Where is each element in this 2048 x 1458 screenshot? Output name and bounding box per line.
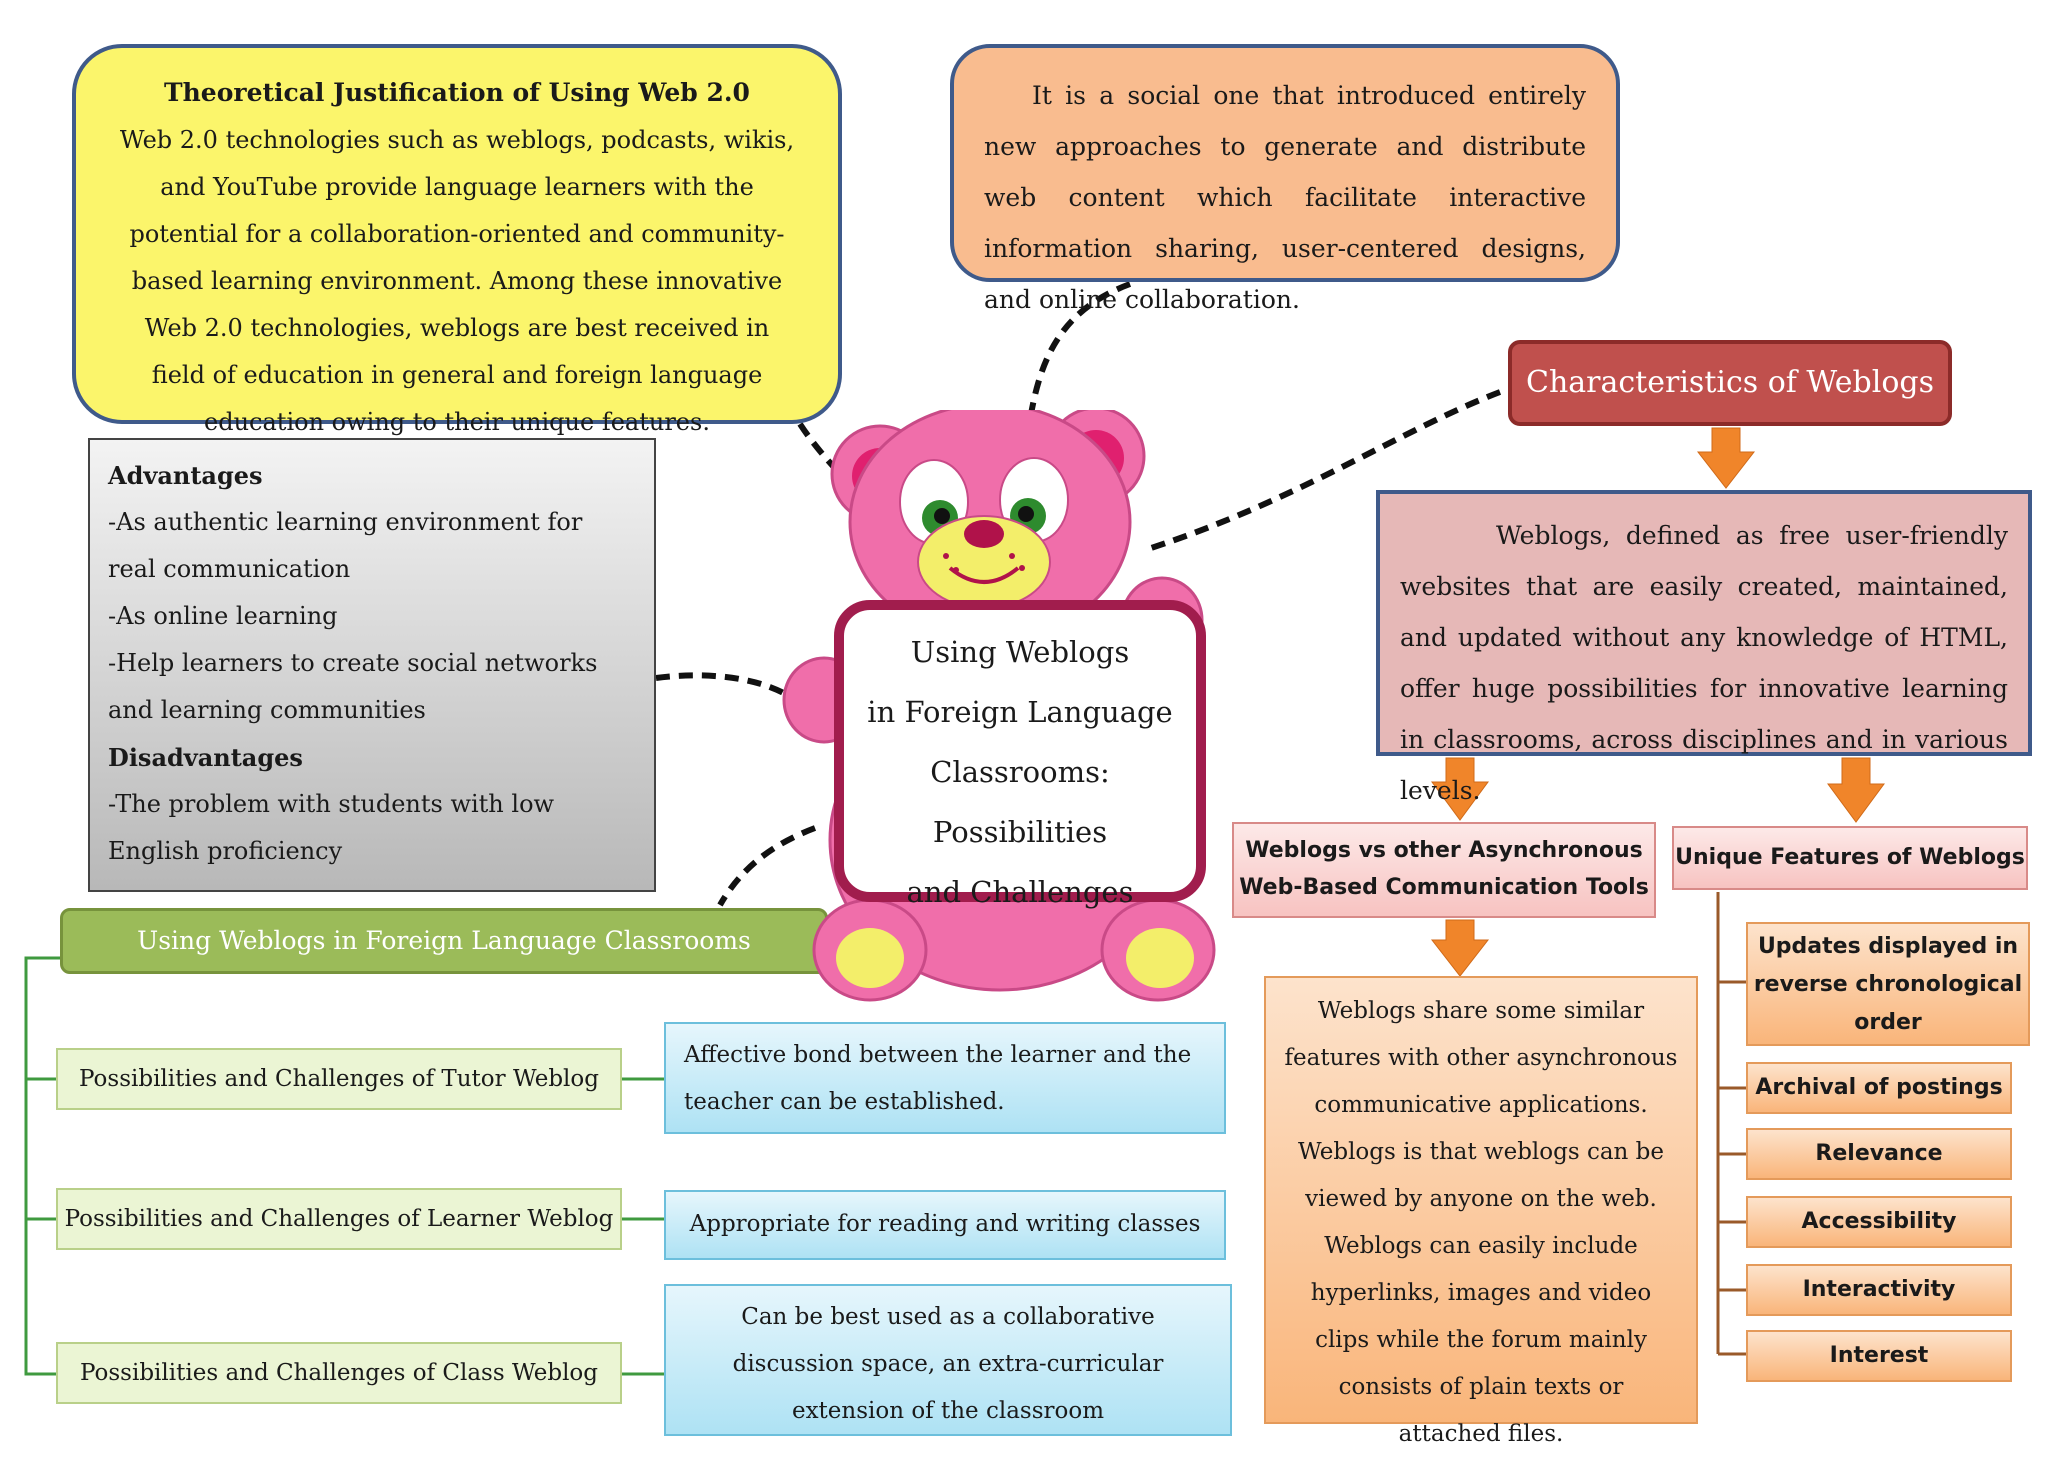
center-title-line: in Foreign Language xyxy=(867,695,1173,729)
theory-title: Theoretical Justification of Using Web 2… xyxy=(164,78,750,107)
theory-box: Theoretical Justification of Using Web 2… xyxy=(72,44,842,436)
possibility-detail: Can be best used as a collaborative disc… xyxy=(664,1284,1232,1436)
advantage-item: -As authentic learning environment for r… xyxy=(108,508,583,583)
center-title-line: Using Weblogs xyxy=(910,635,1130,669)
characteristics-definition: Weblogs, defined as free user-friendly w… xyxy=(1376,490,2032,805)
arrow-to-unique xyxy=(1827,757,1885,823)
advantages-title: Advantages xyxy=(108,461,263,490)
green-tree-lines xyxy=(24,956,664,1376)
classrooms-title: Using Weblogs in Foreign Language Classr… xyxy=(60,908,828,974)
possibility-detail: Affective bond between the learner and t… xyxy=(664,1022,1226,1134)
unique-features-title: Unique Features of Weblogs xyxy=(1672,826,2028,890)
advantages-box: Advantages -As authentic learning enviro… xyxy=(88,438,656,892)
possibility-detail: Appropriate for reading and writing clas… xyxy=(664,1190,1226,1260)
arrow-to-similar xyxy=(1430,919,1490,977)
advantage-item: -Help learners to create social networks… xyxy=(108,649,598,724)
feature-item: Interest xyxy=(1746,1330,2012,1382)
possibility-label: Possibilities and Challenges of Learner … xyxy=(56,1188,622,1250)
characteristics-title: Characteristics of Weblogs xyxy=(1508,340,1952,426)
social-box: It is a social one that introduced entir… xyxy=(950,44,1620,314)
advantage-item: -As online learning xyxy=(108,602,338,630)
disadvantages-title: Disadvantages xyxy=(108,743,303,772)
theory-body: Web 2.0 technologies such as weblogs, po… xyxy=(119,126,795,436)
connector-advantages xyxy=(655,672,797,703)
feature-item: Updates displayed in reverse chronologic… xyxy=(1746,922,2030,1046)
feature-item: Relevance xyxy=(1746,1128,2012,1180)
weblogs-vs-box: Weblogs vs other Asynchronous Web-Based … xyxy=(1232,822,1656,918)
connector-characteristics xyxy=(1144,389,1502,553)
bear-nose xyxy=(964,520,1004,548)
weblogs-vs-line: Weblogs vs other Asynchronous xyxy=(1245,838,1643,863)
possibility-label: Possibilities and Challenges of Class We… xyxy=(56,1342,622,1404)
feature-item: Archival of postings xyxy=(1746,1062,2012,1114)
arrow-to-definition xyxy=(1696,427,1756,489)
center-title-line: Classrooms: Possibilities xyxy=(930,755,1110,849)
center-title-sign: Using Weblogs in Foreign Language Classr… xyxy=(834,600,1206,909)
feature-item: Accessibility xyxy=(1746,1196,2012,1248)
disadvantage-item: -The problem with students with low Engl… xyxy=(108,790,555,865)
center-title-line: and Challenges xyxy=(906,875,1134,909)
similarities-box: Weblogs share some similar features with… xyxy=(1264,976,1698,1447)
arrow-to-vs xyxy=(1431,757,1489,821)
connector-social xyxy=(1027,281,1132,421)
possibility-label: Possibilities and Challenges of Tutor We… xyxy=(56,1048,622,1110)
weblogs-vs-line: Web-Based Communication Tools xyxy=(1239,875,1649,900)
brown-tree-lines xyxy=(1716,892,1746,1356)
feature-item: Interactivity xyxy=(1746,1264,2012,1316)
